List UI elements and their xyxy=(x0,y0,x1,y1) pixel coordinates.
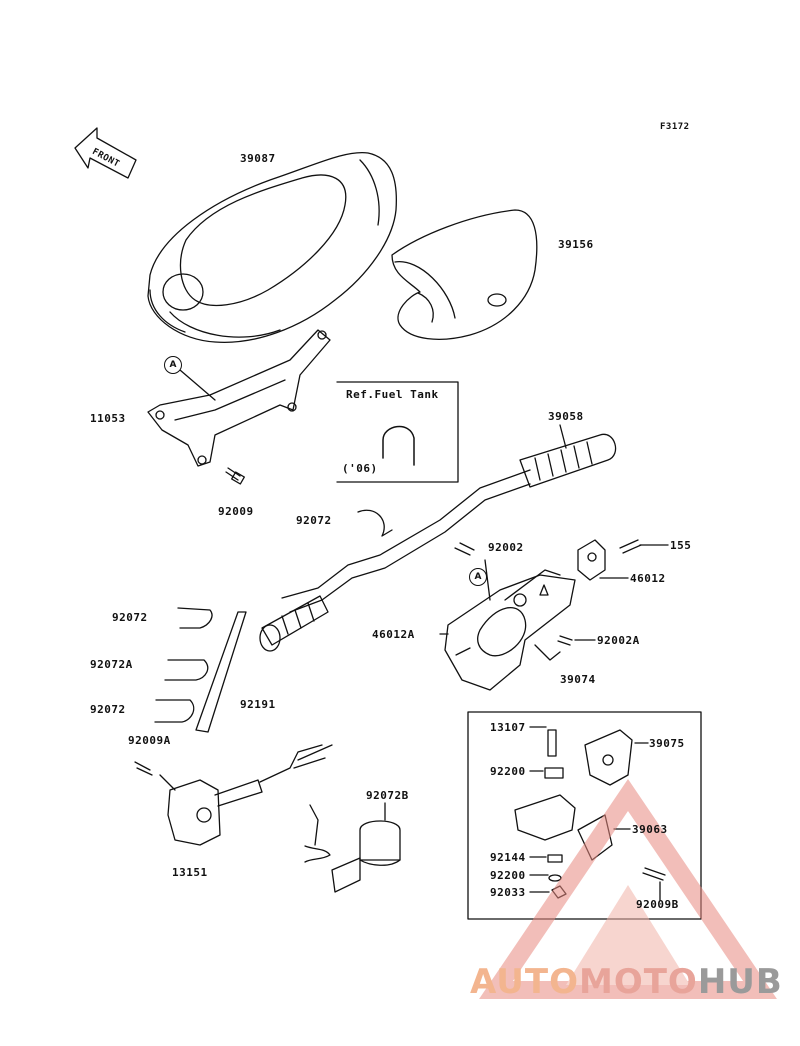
part-number-92072a: 92072A xyxy=(90,658,133,671)
part-number-92009b: 92009B xyxy=(636,898,679,911)
handlebar-shape xyxy=(259,433,617,652)
tube-shape xyxy=(195,611,247,733)
watermark-logo: AUTOMOTOHUB xyxy=(470,962,783,1002)
part-number-92200-b: 92200 xyxy=(490,869,526,882)
part-number-46012a: 46012A xyxy=(372,628,415,641)
front-arrow-icon xyxy=(74,127,137,179)
part-number-46012: 46012 xyxy=(630,572,666,585)
part-number-92072-top: 92072 xyxy=(296,514,332,527)
part-number-92002: 92002 xyxy=(488,541,524,554)
part-number-92072-left: 92072 xyxy=(112,611,148,624)
callout-a-holder: A xyxy=(469,568,487,586)
part-number-39074: 39074 xyxy=(560,673,596,686)
part-number-92033: 92033 xyxy=(490,886,526,899)
clips-shape xyxy=(154,607,213,723)
screw-92002-shape xyxy=(454,542,475,556)
part-number-13107: 13107 xyxy=(490,721,526,734)
part-number-92200-a: 92200 xyxy=(490,765,526,778)
callout-a-bracket: A xyxy=(164,356,182,374)
clamp-92072B-shape xyxy=(304,804,401,893)
part-number-92191: 92191 xyxy=(240,698,276,711)
part-number-39058: 39058 xyxy=(548,410,584,423)
part-number-92144: 92144 xyxy=(490,851,526,864)
screw-92002A-shape xyxy=(557,635,573,646)
part-number-39063: 39063 xyxy=(632,823,668,836)
seat-pad-shape xyxy=(391,209,538,340)
part-number-39156: 39156 xyxy=(558,238,594,251)
part-number-92009a: 92009A xyxy=(128,734,171,747)
part-number-92009: 92009 xyxy=(218,505,254,518)
watermark-hub: HUB xyxy=(697,962,783,1002)
figure-code: F3172 xyxy=(660,122,690,132)
reference-box-title: Ref.Fuel Tank xyxy=(346,388,439,401)
part-number-39075: 39075 xyxy=(649,737,685,750)
bolt-92009-shape xyxy=(225,467,245,485)
part-number-92002a: 92002A xyxy=(597,634,640,647)
bracket-shape xyxy=(147,329,331,467)
part-number-39087: 39087 xyxy=(240,152,276,165)
part-number-11053: 11053 xyxy=(90,412,126,425)
holder-assembly-shape xyxy=(444,569,576,691)
watermark-triangle-icon xyxy=(479,778,777,999)
screw-155-shape xyxy=(619,539,642,554)
switch-13151-shape xyxy=(134,744,333,846)
part-number-92072-lower: 92072 xyxy=(90,703,126,716)
watermark-moto: MOTO xyxy=(578,962,698,1002)
part-number-155: 155 xyxy=(670,539,692,552)
watermark-auto: AUTO xyxy=(470,962,579,1002)
sub-assembly-box xyxy=(467,711,702,920)
part-number-92072b: 92072B xyxy=(366,789,409,802)
reference-box-note: ('06) xyxy=(342,462,378,475)
clamp-46012-shape xyxy=(577,539,606,581)
sub-assembly-parts-shape xyxy=(514,729,666,899)
part-number-13151: 13151 xyxy=(172,866,208,879)
seat-cover-shape xyxy=(147,151,398,343)
